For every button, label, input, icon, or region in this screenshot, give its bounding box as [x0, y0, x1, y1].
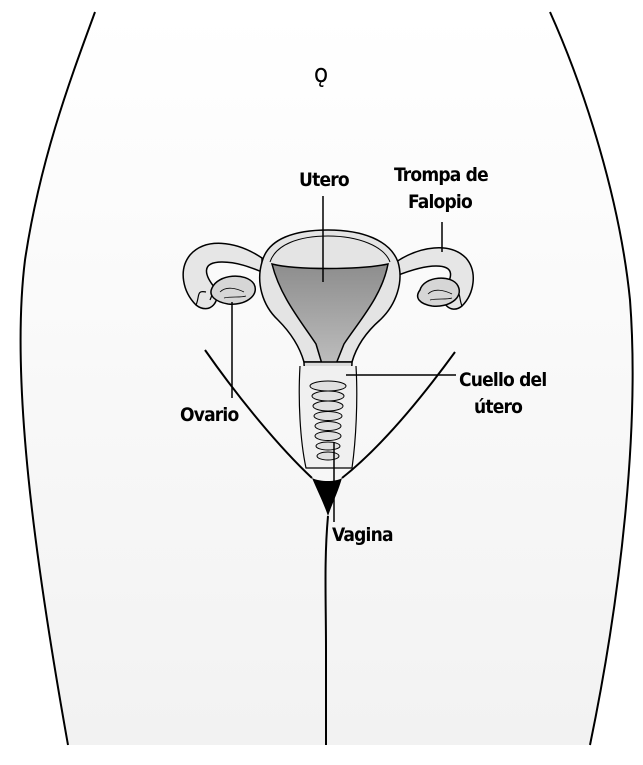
label-ovario: Ovario — [180, 404, 239, 426]
label-trompa-line1: Trompa de — [394, 164, 488, 186]
label-cuello-line1: Cuello del — [459, 369, 546, 391]
female-symbol: ǫ — [314, 59, 328, 89]
label-trompa-line2: Falopio — [408, 191, 473, 213]
label-vagina: Vagina — [332, 524, 393, 546]
label-cuello-line2: útero — [474, 396, 523, 418]
label-utero: Utero — [299, 169, 350, 191]
